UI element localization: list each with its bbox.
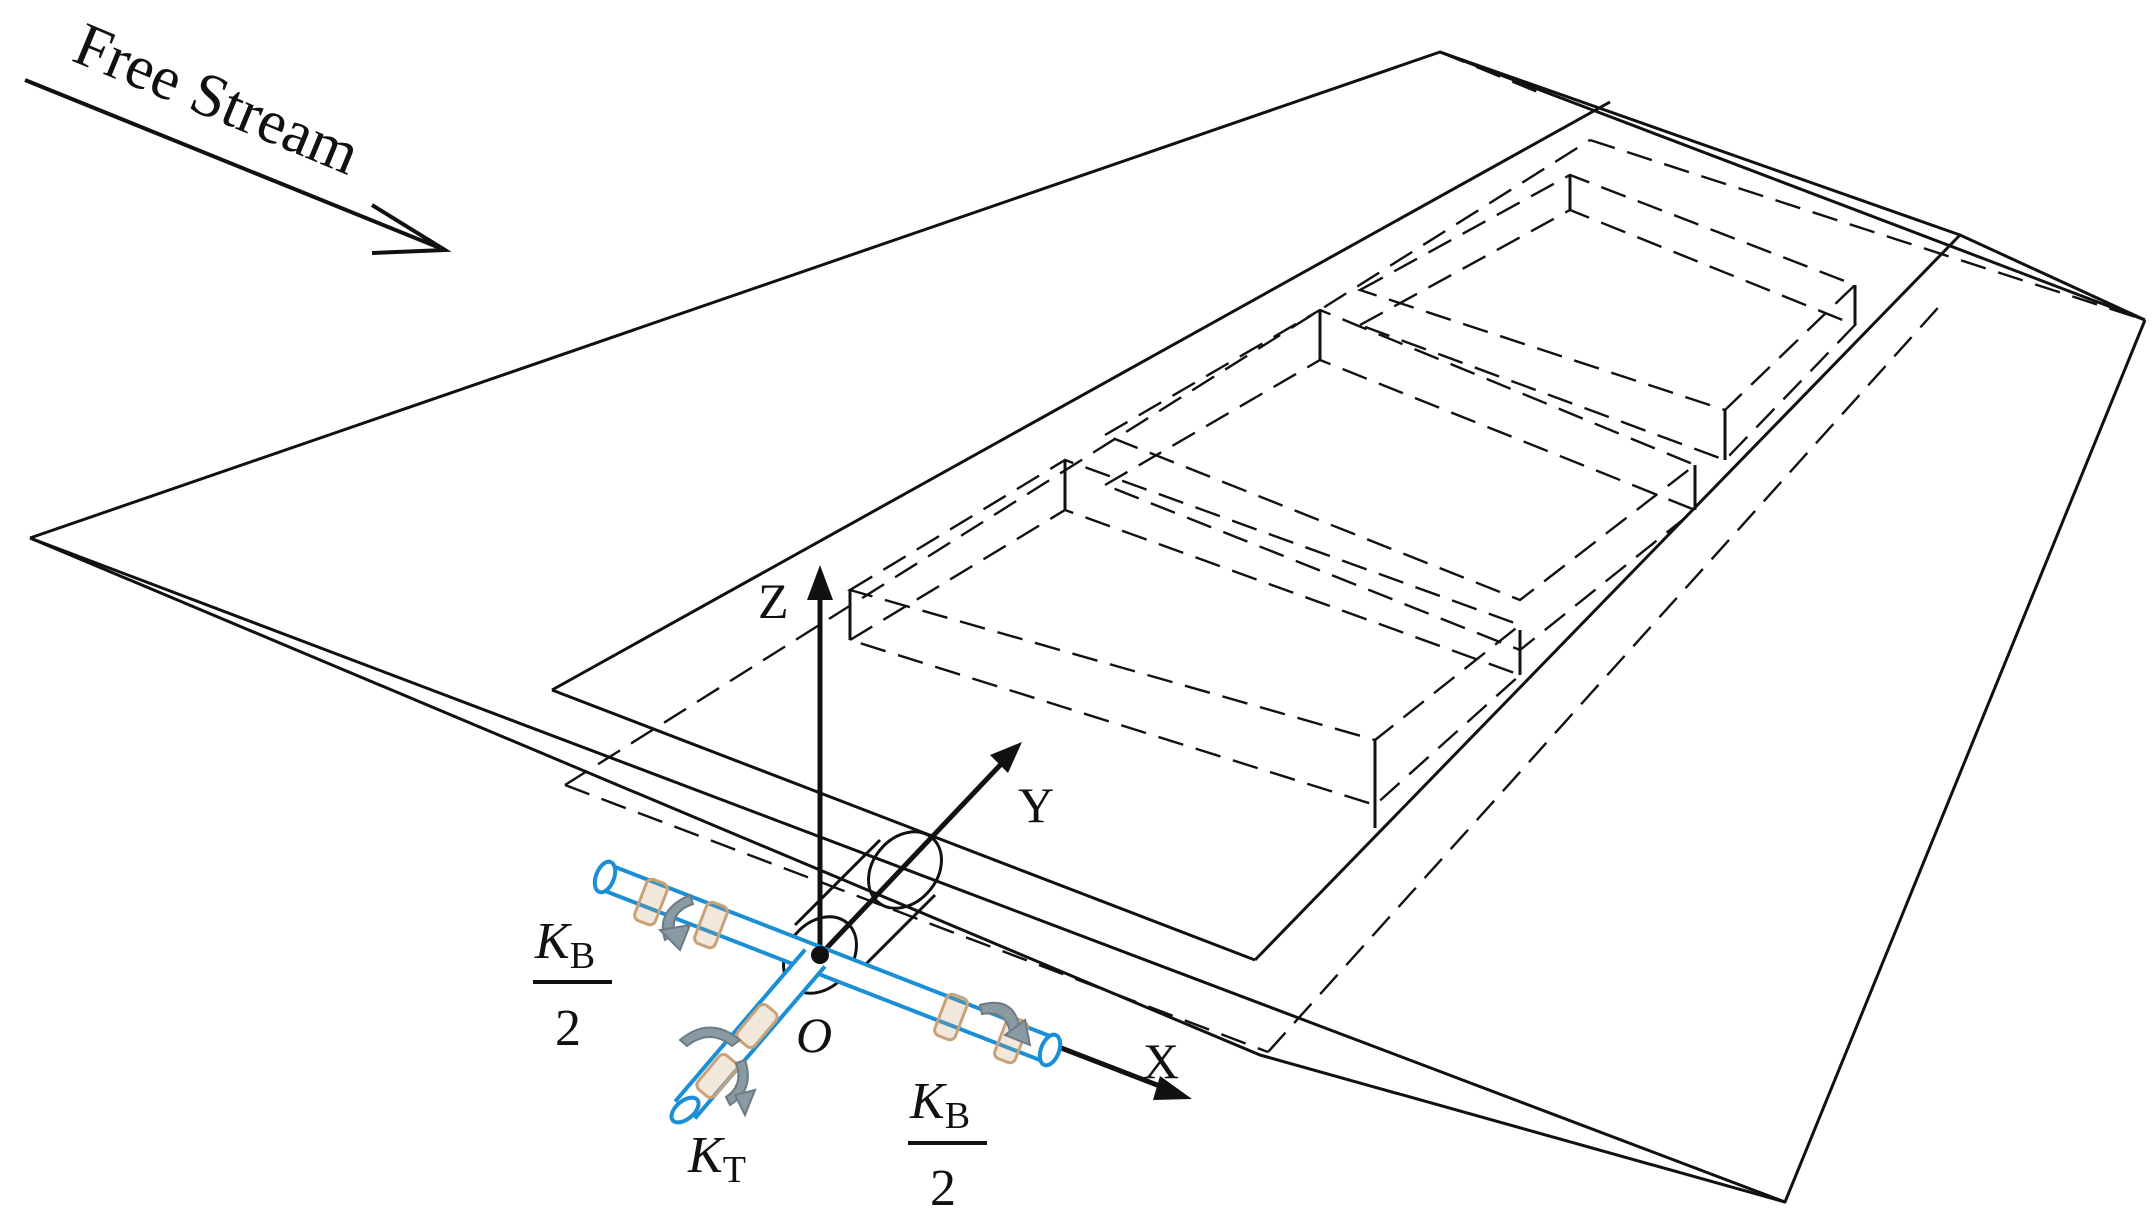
bending-spring-label-right: KB 2 (908, 1073, 987, 1217)
kb-right-subscript: B (945, 1095, 970, 1137)
kt-symbol: K (687, 1127, 725, 1184)
free-stream-label: Free Stream (65, 10, 369, 188)
internal-box-3 (1356, 173, 1858, 462)
rotation-arrow-right-icon (978, 1001, 1032, 1047)
y-axis (818, 742, 1022, 957)
rotation-arrow-torsion-icon (678, 1026, 757, 1118)
z-axis-label: Z (758, 573, 789, 629)
bearing-torsion (695, 1003, 779, 1099)
hidden-edges (564, 50, 2146, 1054)
bearing-left (633, 877, 729, 950)
kb-right-denominator: 2 (930, 1160, 956, 1217)
torsion-spring-label: KT (687, 1127, 746, 1191)
kb-left-denominator: 2 (555, 1000, 581, 1057)
svg-text:KT: KT (687, 1127, 746, 1191)
x-axis-label: X (1143, 1033, 1179, 1089)
torsion-shaft (669, 948, 827, 1125)
kb-left-symbol: K (534, 913, 572, 970)
free-stream-arrow (24, 78, 452, 255)
origin-label: O (796, 1007, 832, 1063)
bending-spring-label-left: KB 2 (533, 913, 612, 1057)
y-axis-label: Y (1018, 777, 1054, 833)
origin-point (811, 946, 829, 964)
rotation-arrow-left-icon (657, 893, 695, 952)
svg-text:KB: KB (534, 913, 595, 977)
internal-box-1 (847, 458, 1523, 828)
kb-right-symbol: K (909, 1073, 947, 1130)
svg-text:KB: KB (909, 1073, 970, 1137)
kt-subscript: T (723, 1149, 746, 1191)
wing-outline (29, 50, 2147, 1204)
kb-left-subscript: B (570, 935, 595, 977)
z-axis (807, 565, 833, 955)
internal-box-2 (1102, 308, 1698, 675)
